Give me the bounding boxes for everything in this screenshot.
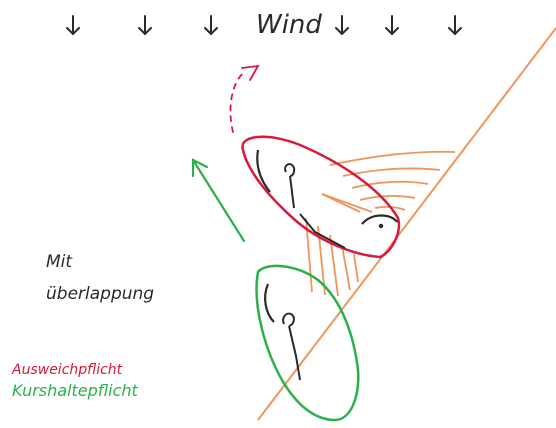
- wind-arrow-icon: [335, 15, 349, 36]
- ausweichpflicht-label: Ausweichpflicht: [12, 362, 123, 378]
- green-boat: [255, 264, 360, 422]
- wind-arrow-icon: [66, 15, 80, 36]
- red-boat: [241, 135, 401, 259]
- overlap-line: [257, 27, 556, 421]
- wind-arrow-icon: [138, 15, 152, 36]
- wind-arrows: [66, 15, 462, 36]
- ueberlappung-label: überlappung: [46, 284, 155, 304]
- wind-arrow-icon: [204, 15, 218, 36]
- luffing-arrow-icon: [229, 64, 260, 133]
- kurshaltepflicht-label: Kurshaltepflicht: [12, 381, 138, 400]
- course-arrow-icon: [191, 158, 246, 243]
- wind-label: Wind: [256, 10, 322, 40]
- wind-arrow-icon: [385, 15, 399, 36]
- wind-arrow-icon: [448, 15, 462, 36]
- mit-label: Mit: [46, 252, 73, 272]
